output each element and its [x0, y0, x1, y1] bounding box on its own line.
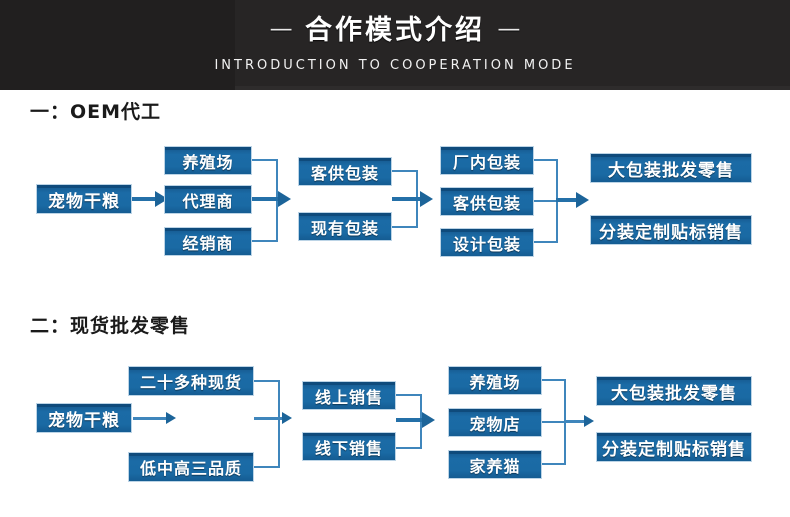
s2-arrow-3-line	[396, 418, 428, 422]
s2-c2-box-1[interactable]: 二十多种现货	[128, 366, 254, 396]
s2-bracket-c-mid	[542, 421, 566, 423]
s2-c3-box-1[interactable]: 线上销售	[302, 381, 396, 410]
s1-arrow-3-line	[392, 197, 426, 201]
s1-c4-box-2[interactable]: 客供包装	[440, 187, 534, 216]
page-subtitle: INTRODUCTION TO COOPERATION MODE	[214, 58, 576, 73]
s2-bracket-a-bottom	[254, 466, 280, 468]
s2-arrow-2-head	[282, 412, 292, 424]
s1-bracket-c-mid	[534, 200, 558, 202]
s1-c4-box-3[interactable]: 设计包装	[440, 228, 534, 257]
s1-arrow-3-head	[420, 191, 433, 207]
s1-bracket-a-top	[252, 159, 278, 161]
s1-c2-box-2[interactable]: 代理商	[164, 185, 252, 214]
s2-arrow-1-head	[166, 412, 176, 424]
s2-c1-box-1[interactable]: 宠物干粮	[36, 403, 132, 433]
s1-c3-box-1[interactable]: 客供包装	[298, 157, 392, 186]
s1-arrow-1-line	[132, 197, 160, 201]
section-1-heading: 一：OEM代工	[30, 101, 162, 123]
s2-bracket-c-bottom	[542, 463, 566, 465]
s1-arrow-2-head	[278, 191, 291, 207]
s2-c3-box-2[interactable]: 线下销售	[302, 432, 396, 461]
s2-bracket-c-top	[542, 379, 566, 381]
s2-arrow-4-line	[564, 420, 590, 423]
s1-c4-box-1[interactable]: 厂内包装	[440, 146, 534, 175]
s1-bracket-c-top	[534, 159, 558, 161]
s2-bracket-b-top	[396, 394, 422, 396]
s1-bracket-b-bottom	[392, 226, 418, 228]
s2-c2-box-2[interactable]: 低中高三品质	[128, 452, 254, 482]
s1-bracket-b-top	[392, 170, 418, 172]
s2-arrow-4-head	[584, 415, 594, 427]
s2-bracket-b-bottom	[396, 447, 422, 449]
title-dash-right: —	[497, 16, 521, 42]
title-text: 合作模式介绍	[305, 15, 485, 46]
title-dash-left: —	[269, 16, 293, 42]
s1-arrow-4-line	[556, 198, 582, 202]
s2-c5-box-1[interactable]: 大包装批发零售	[596, 376, 752, 406]
s1-arrow-4-head	[576, 192, 589, 208]
s2-c4-box-3[interactable]: 家养猫	[448, 450, 542, 479]
s2-arrow-1-line	[133, 417, 171, 420]
s1-c2-box-3[interactable]: 经销商	[164, 227, 252, 256]
s1-c5-box-1[interactable]: 大包装批发零售	[590, 153, 752, 183]
header-sheen	[235, 0, 790, 90]
s2-bracket-a-top	[254, 380, 280, 382]
s2-arrow-3-head	[422, 412, 435, 428]
s2-c4-box-1[interactable]: 养殖场	[448, 366, 542, 395]
page-header: — 合作模式介绍 — INTRODUCTION TO COOPERATION M…	[0, 0, 790, 90]
s1-c2-box-1[interactable]: 养殖场	[164, 146, 252, 175]
page-title: — 合作模式介绍 —	[0, 12, 790, 48]
s1-bracket-c-bottom	[534, 241, 558, 243]
s2-c5-box-2[interactable]: 分装定制贴标销售	[596, 432, 752, 462]
s1-bracket-a-bottom	[252, 240, 278, 242]
s1-c1-box-1[interactable]: 宠物干粮	[36, 184, 132, 214]
s1-c5-box-2[interactable]: 分装定制贴标销售	[590, 215, 752, 245]
s1-c3-box-2[interactable]: 现有包装	[298, 212, 392, 241]
s1-arrow-2-line	[252, 197, 284, 201]
s2-bracket-a-vert	[278, 380, 280, 468]
section-2-heading: 二：现货批发零售	[30, 315, 191, 337]
header-underline	[235, 86, 790, 90]
s2-c4-box-2[interactable]: 宠物店	[448, 408, 542, 437]
s2-arrow-2-line	[254, 417, 288, 420]
